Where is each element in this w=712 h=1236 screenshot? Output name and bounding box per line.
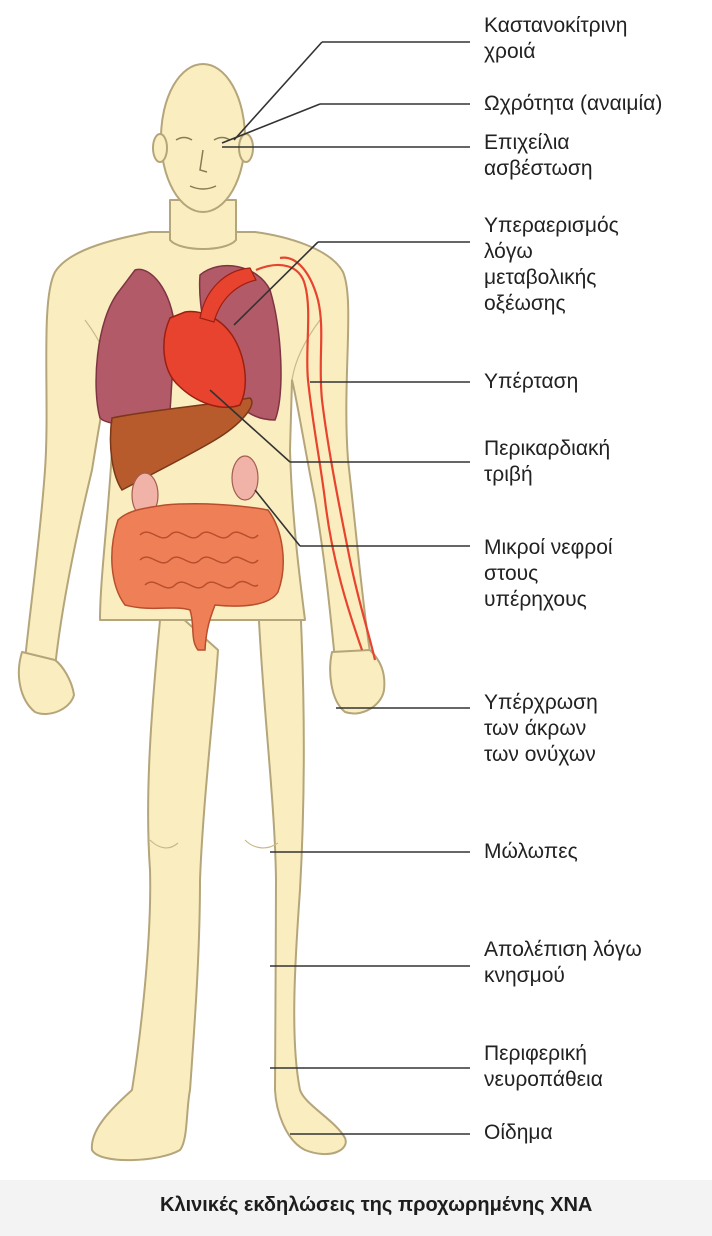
label-hypertension: Υπέρταση xyxy=(484,369,578,395)
caption: Κλινικές εκδηλώσεις της προχωρημένης ΧΝΑ xyxy=(160,1194,592,1217)
label-itching: Απολέπιση λόγω κνησμού xyxy=(484,937,642,989)
label-edema: Οίδημα xyxy=(484,1120,553,1146)
label-calcification: Επιχείλια ασβέστωση xyxy=(484,130,593,182)
label-hyperventilation: Υπεραερισμός λόγω μεταβολικής οξέωσης xyxy=(484,213,619,317)
label-pericardial-rub: Περικαρδιακή τριβή xyxy=(484,436,610,488)
label-bruises: Μώλωπες xyxy=(484,839,578,865)
label-pallor: Ωχρότητα (αναιμία) xyxy=(484,91,662,117)
label-nail-hyperpigmentation: Υπέρχρωση των άκρων των ονύχων xyxy=(484,690,598,768)
label-small-kidneys: Μικροί νεφροί στους υπέρηχους xyxy=(484,535,613,613)
caption-bar: Κλινικές εκδηλώσεις της προχωρημένης ΧΝΑ xyxy=(0,1180,712,1236)
label-skin-color: Καστανοκίτρινη χροιά xyxy=(484,13,627,65)
label-neuropathy: Περιφερική νευροπάθεια xyxy=(484,1041,603,1093)
